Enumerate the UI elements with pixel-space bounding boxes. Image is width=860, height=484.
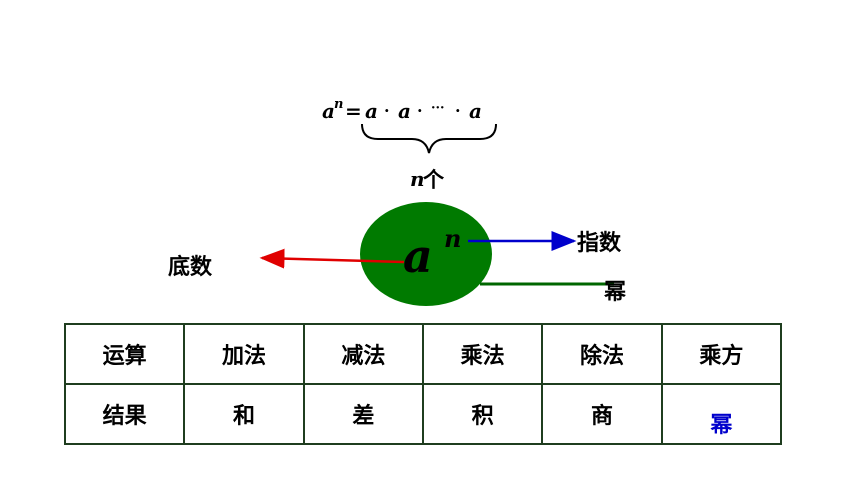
base-arrow [259, 248, 405, 269]
table-cell: 乘法 [421, 323, 544, 385]
operations-table: 运算 加法 减法 乘法 除法 乘方 结果 和 差 积 商 幂 [63, 323, 783, 445]
table-cell: 结果 [63, 383, 186, 445]
brace-label-n: n [410, 167, 425, 191]
power-exponent: n [444, 224, 461, 253]
label-exponent: 指数 [577, 230, 622, 256]
table-cell: 商 [541, 383, 663, 445]
table-cell-highlight: 幂 [660, 383, 783, 445]
label-power: 幂 [604, 280, 626, 305]
formula-rhs-term-1: a [365, 99, 378, 123]
table-cell: 乘方 [660, 323, 783, 385]
table-row-operations: 运算 加法 减法 乘法 除法 乘方 [63, 323, 783, 385]
power-base: a [403, 229, 433, 283]
underbrace [361, 123, 497, 154]
table-cell: 减法 [302, 323, 424, 385]
table-cell: 差 [302, 383, 424, 445]
formula-rhs-term-3: a [469, 99, 482, 123]
formula-equals: = [345, 99, 362, 123]
table-row-results: 结果 和 差 积 商 幂 [63, 383, 783, 445]
brace-label-unit: 个 [423, 168, 445, 192]
table-cell: 积 [421, 383, 544, 445]
formula-rhs-ellipsis: ··· [431, 101, 445, 116]
formula-rhs-dot-3: · [455, 101, 461, 120]
formula: a n = a · a · ··· · a [322, 97, 482, 123]
power-circle [360, 202, 492, 306]
formula-rhs-term-2: a [398, 99, 411, 123]
formula-lhs-exponent: n [334, 97, 343, 112]
table-cell: 加法 [183, 323, 305, 385]
formula-lhs-base: a [322, 99, 335, 123]
label-base: 底数 [168, 254, 213, 280]
formula-rhs-dot-2: · [417, 101, 423, 120]
table-cell: 除法 [541, 323, 663, 385]
table-cell: 和 [183, 383, 305, 445]
formula-rhs-dot-1: · [384, 101, 390, 120]
table-cell: 运算 [63, 323, 186, 385]
